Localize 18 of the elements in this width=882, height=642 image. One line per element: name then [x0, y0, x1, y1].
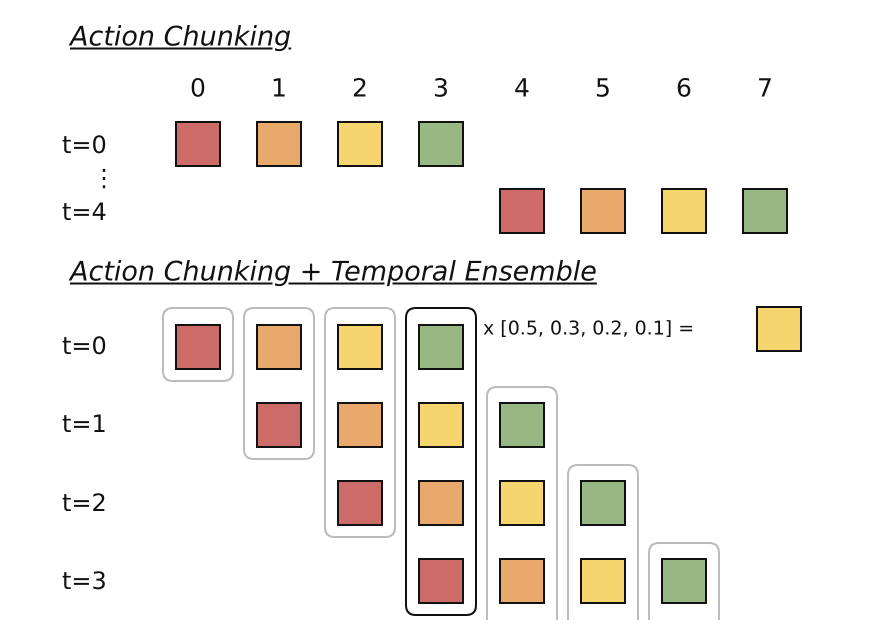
- column-index: 5: [595, 76, 611, 100]
- column-index: 0: [190, 76, 206, 100]
- time-step-label: t=4: [62, 200, 107, 224]
- time-step-label: t=3: [62, 569, 107, 593]
- time-step-label: t=2: [62, 491, 107, 515]
- column-index: 3: [433, 76, 449, 100]
- column-index: 2: [352, 76, 368, 100]
- weight-formula: x [0.5, 0.3, 0.2, 0.1] =: [483, 320, 694, 338]
- column-index: 7: [757, 76, 773, 100]
- ellipsis: ⋮: [92, 166, 116, 190]
- column-index: 6: [676, 76, 692, 100]
- heading: Action Chunking: [70, 24, 292, 50]
- time-step-label: t=0: [62, 133, 107, 157]
- time-step-label: t=0: [62, 334, 107, 358]
- column-index: 4: [514, 76, 530, 100]
- column-index: 1: [271, 76, 287, 100]
- heading: Action Chunking + Temporal Ensemble: [70, 258, 597, 286]
- time-step-label: t=1: [62, 412, 107, 436]
